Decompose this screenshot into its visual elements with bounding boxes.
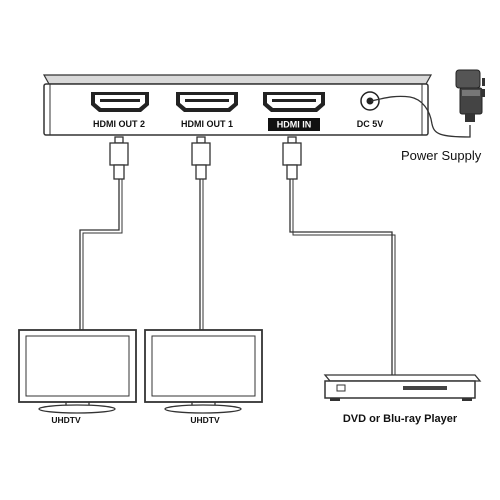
dc-jack-icon [360,91,380,111]
uhdtv-right-icon [144,329,263,414]
port-label-hdmi-out-1: HDMI OUT 1 [181,119,233,129]
dc-5v-label: DC 5V [357,119,384,129]
hdmi-out-1-port-icon [176,92,238,112]
hdmi-in-port-icon [263,92,325,112]
power-supply-label: Power Supply [401,148,482,163]
port-label-hdmi-in: HDMI IN [277,120,312,130]
uhdtv-left-icon [18,329,137,414]
port-label-hdmi-out-2: HDMI OUT 2 [93,119,145,129]
uhdtv-right-label: UHDTV [190,415,220,425]
dvd-player-icon [323,374,482,401]
uhdtv-left-label: UHDTV [51,415,81,425]
hdmi-cable-in [282,136,396,375]
hdmi-cable-out-2 [79,136,129,330]
hdmi-in-badge [268,118,320,131]
power-adapter-icon [370,69,485,138]
player-label: DVD or Blu-ray Player [343,413,458,425]
hdmi-cable-out-1 [191,136,211,330]
hdmi-out-2-port-icon [91,92,149,112]
